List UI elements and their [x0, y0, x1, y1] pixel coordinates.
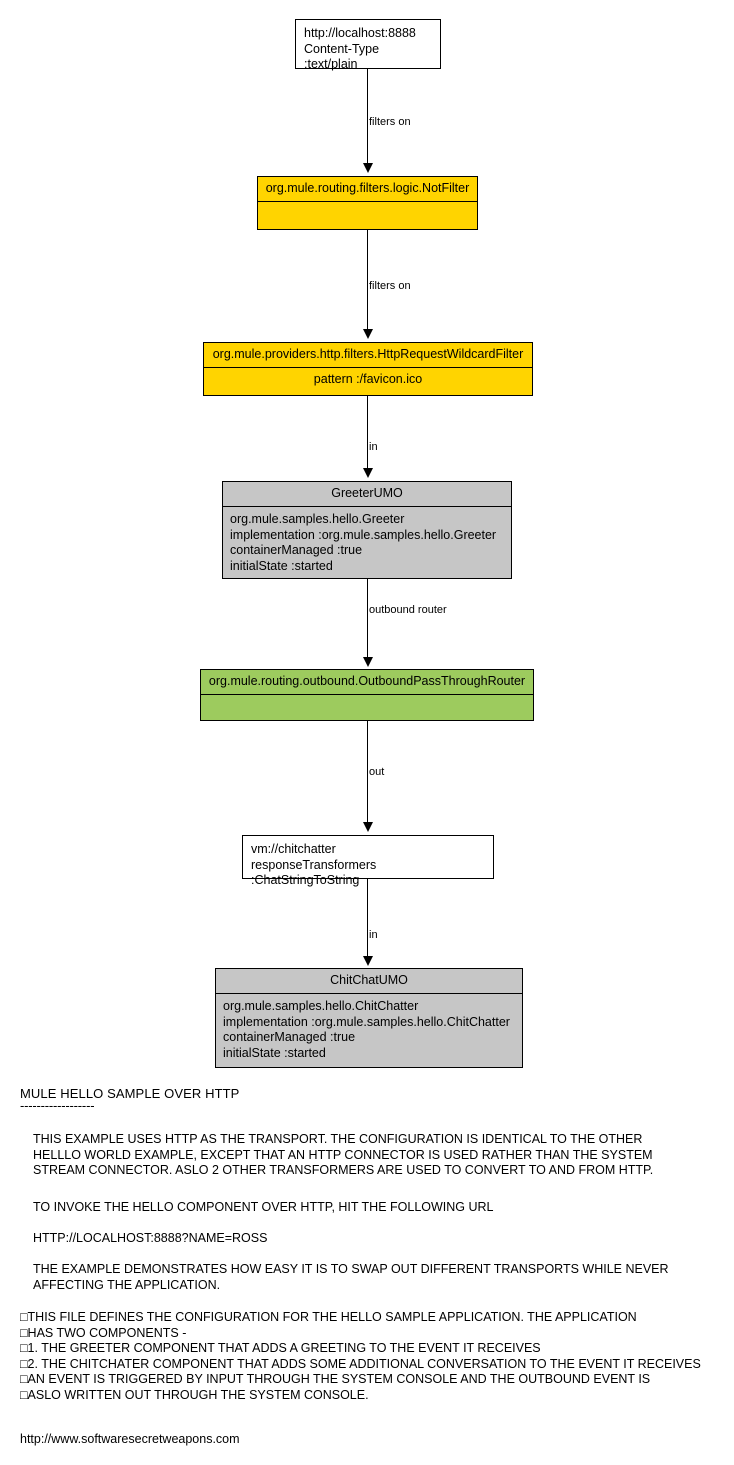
edge-1-arrowhead	[363, 163, 373, 173]
edge-4-arrowhead	[363, 657, 373, 667]
node-http-request-wildcard-filter[interactable]: org.mule.providers.http.filters.HttpRequ…	[203, 342, 533, 396]
edge-6-label: in	[369, 929, 378, 941]
notes-rule: ------------------	[20, 1098, 95, 1113]
edge-1-line	[367, 69, 368, 163]
node-http-request-wildcard-filter-body: pattern :/favicon.ico	[313, 372, 423, 386]
node-http-endpoint-body: http://localhost:8888 Content-Type :text…	[304, 26, 416, 71]
node-outbound-pass-through-router[interactable]: org.mule.routing.outbound.OutboundPassTh…	[200, 669, 534, 721]
node-not-filter[interactable]: org.mule.routing.filters.logic.NotFilter	[257, 176, 478, 230]
edge-1-label: filters on	[369, 116, 411, 128]
edge-3-line	[367, 396, 368, 468]
node-chitchat-umo[interactable]: ChitChatUMO org.mule.samples.hello.ChitC…	[215, 968, 523, 1068]
node-greeter-umo-title: GreeterUMO	[223, 482, 511, 507]
notes-title: MULE HELLO SAMPLE OVER HTTP	[20, 1086, 240, 1101]
node-chitchat-umo-title: ChitChatUMO	[216, 969, 522, 994]
edge-5-label: out	[369, 766, 385, 778]
node-chitchat-umo-body: org.mule.samples.hello.ChitChatter imple…	[223, 999, 510, 1060]
node-http-endpoint[interactable]: http://localhost:8888 Content-Type :text…	[295, 19, 441, 71]
edge-4-line	[367, 579, 368, 657]
edge-6-line	[367, 879, 368, 956]
notes-paragraph-4: THE EXAMPLE DEMONSTRATES HOW EASY IT IS …	[33, 1262, 669, 1292]
edge-2-label: filters on	[369, 280, 411, 292]
edge-5-arrowhead	[363, 822, 373, 832]
notes-paragraph-2: TO INVOKE THE HELLO COMPONENT OVER HTTP,…	[33, 1200, 494, 1214]
edge-2-arrowhead	[363, 329, 373, 339]
edge-5-line	[367, 721, 368, 822]
edge-3-label: in	[369, 441, 378, 453]
edge-4-label: outbound router	[369, 604, 447, 616]
node-http-request-wildcard-filter-title: org.mule.providers.http.filters.HttpRequ…	[204, 343, 532, 368]
notes-block: □THIS FILE DEFINES THE CONFIGURATION FOR…	[20, 1310, 701, 1402]
notes-paragraph-1: THIS EXAMPLE USES HTTP AS THE TRANSPORT.…	[33, 1132, 654, 1177]
node-greeter-umo-body: org.mule.samples.hello.Greeter implement…	[230, 512, 497, 573]
node-vm-endpoint[interactable]: vm://chitchatter responseTransformers :C…	[242, 835, 494, 887]
footer-url[interactable]: http://www.softwaresecretweapons.com	[20, 1432, 240, 1446]
node-greeter-umo[interactable]: GreeterUMO org.mule.samples.hello.Greete…	[222, 481, 512, 579]
edge-6-arrowhead	[363, 956, 373, 966]
mule-configuration-diagram: http://localhost:8888 Content-Type :text…	[200, 19, 534, 1068]
notes-paragraph-3: HTTP://LOCALHOST:8888?NAME=ROSS	[33, 1231, 268, 1245]
node-vm-endpoint-body: vm://chitchatter responseTransformers :C…	[251, 842, 377, 887]
edge-2-line	[367, 230, 368, 329]
node-not-filter-title: org.mule.routing.filters.logic.NotFilter	[258, 177, 477, 202]
node-outbound-pass-through-router-title: org.mule.routing.outbound.OutboundPassTh…	[201, 670, 533, 695]
edge-3-arrowhead	[363, 468, 373, 478]
